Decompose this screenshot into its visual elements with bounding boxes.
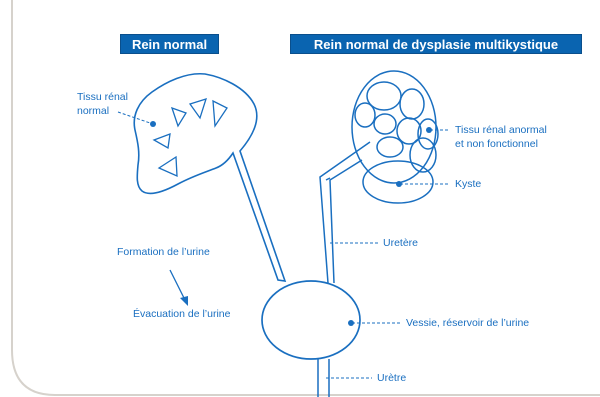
pyramid-1 bbox=[172, 108, 186, 126]
label-tissu-anormal-2: et non fonctionnel bbox=[455, 137, 538, 151]
pyramid-3 bbox=[213, 101, 227, 126]
bladder bbox=[262, 281, 360, 359]
label-vessie: Vessie, réservoir de l’urine bbox=[406, 316, 529, 330]
label-kyste: Kyste bbox=[455, 177, 481, 191]
pyramid-4 bbox=[154, 134, 170, 148]
flow-arrow-head bbox=[180, 296, 188, 306]
frame-border bbox=[12, 0, 600, 395]
header-rein-normal: Rein normal bbox=[120, 34, 219, 54]
pyramid-5 bbox=[159, 157, 177, 176]
marker-kyste bbox=[396, 181, 402, 187]
label-uretere: Uretère bbox=[383, 236, 418, 250]
label-tissu-anormal-1: Tissu rénal anormal bbox=[455, 123, 547, 137]
label-tissu-normal-1: Tissu rénal bbox=[77, 90, 128, 104]
label-evacuation: Évacuation de l’urine bbox=[133, 307, 230, 321]
label-uretre: Urètre bbox=[377, 371, 406, 385]
marker-tissu-normal bbox=[150, 121, 156, 127]
label-formation: Formation de l’urine bbox=[117, 245, 210, 259]
pyramid-2 bbox=[190, 99, 206, 118]
header-dysplasie: Rein normal de dysplasie multikystique bbox=[290, 34, 582, 54]
marker-vessie bbox=[348, 320, 354, 326]
cyst-cluster bbox=[352, 71, 438, 203]
marker-tissu-anormal bbox=[426, 127, 432, 133]
label-tissu-normal-2: normal bbox=[77, 104, 109, 118]
flow-arrow-line bbox=[170, 270, 185, 300]
